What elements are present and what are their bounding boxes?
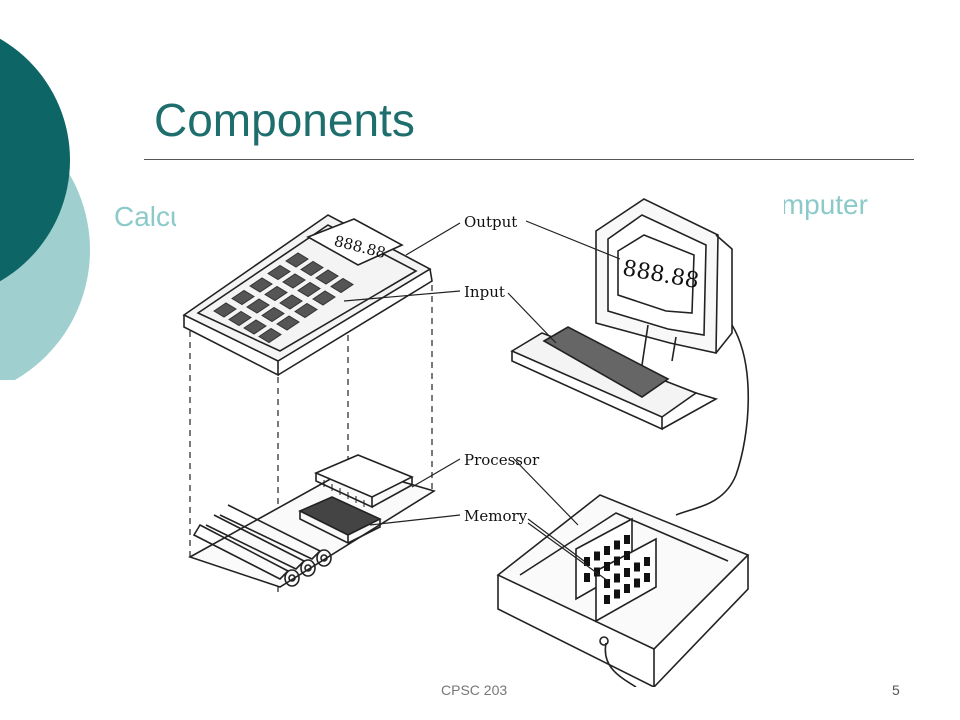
- memory-chip-cell: [614, 589, 620, 599]
- computer-memory-boards: [575, 517, 657, 623]
- memory-chip-cell: [604, 595, 610, 604]
- calculator-key: [228, 310, 252, 327]
- memory-chip-cell: [644, 573, 650, 582]
- calculator-key: [267, 264, 291, 281]
- calculator-key: [300, 260, 324, 277]
- memory-chip-cell: [624, 535, 630, 544]
- calculator-memory-chip: [298, 496, 382, 545]
- calculator-key: [294, 302, 318, 319]
- slide-title: Components: [154, 94, 415, 146]
- calculator-drawing: 888.88: [182, 214, 436, 595]
- memory-chip-cell: [634, 578, 640, 588]
- callout-processor: Processor: [464, 451, 540, 469]
- calculator-key: [312, 290, 336, 306]
- calculator-key: [285, 252, 309, 268]
- calculator-key: [213, 302, 237, 318]
- page-number: 5: [892, 682, 900, 698]
- memory-chip-cell: [634, 562, 640, 572]
- calculator-key: [297, 281, 321, 298]
- memory-chip-cell: [604, 546, 610, 555]
- callout-input: Input: [464, 283, 505, 301]
- memory-chip-cell: [604, 562, 610, 571]
- calculator-key: [258, 327, 282, 344]
- calculator-key: [276, 315, 300, 331]
- callout-memory: Memory: [464, 507, 528, 525]
- callout-output: Output: [464, 213, 517, 231]
- calculator-key: [231, 289, 255, 306]
- memory-chip-cell: [584, 557, 590, 566]
- dark-teal-circle: [0, 38, 70, 282]
- calculator-key: [243, 319, 267, 335]
- memory-chip-cell: [594, 567, 600, 577]
- callout-lines: [343, 220, 621, 582]
- memory-chip-cell: [644, 557, 650, 566]
- memory-chip-cell: [614, 540, 620, 550]
- calculator-key: [249, 277, 273, 293]
- memory-chip-cell: [624, 584, 630, 593]
- calculator-key: [330, 277, 354, 294]
- calculator-key: [282, 273, 306, 289]
- calculator-key: [264, 285, 288, 302]
- memory-chip-cell: [604, 579, 610, 588]
- computer-drawing: 888.88: [496, 198, 750, 687]
- memory-chip-cell: [614, 556, 620, 566]
- title-divider: [144, 159, 914, 160]
- calculator-batteries: [192, 504, 332, 587]
- memory-chip-cell: [614, 573, 620, 583]
- slide-footer: CPSC 203: [441, 682, 508, 698]
- calculator-key: [261, 306, 285, 323]
- memory-chip-cell: [624, 551, 630, 560]
- memory-chip-cell: [624, 568, 630, 577]
- memory-chip-cell: [594, 551, 600, 561]
- components-diagram: 888.88: [176, 175, 784, 687]
- calculator-keypad: [213, 252, 354, 344]
- decorative-circles: [0, 38, 90, 380]
- calculator-processor-chip: [313, 454, 414, 509]
- calculator-key: [279, 294, 303, 310]
- calculator-key: [246, 298, 270, 314]
- calculator-key: [315, 269, 339, 285]
- memory-chip-cell: [584, 573, 590, 582]
